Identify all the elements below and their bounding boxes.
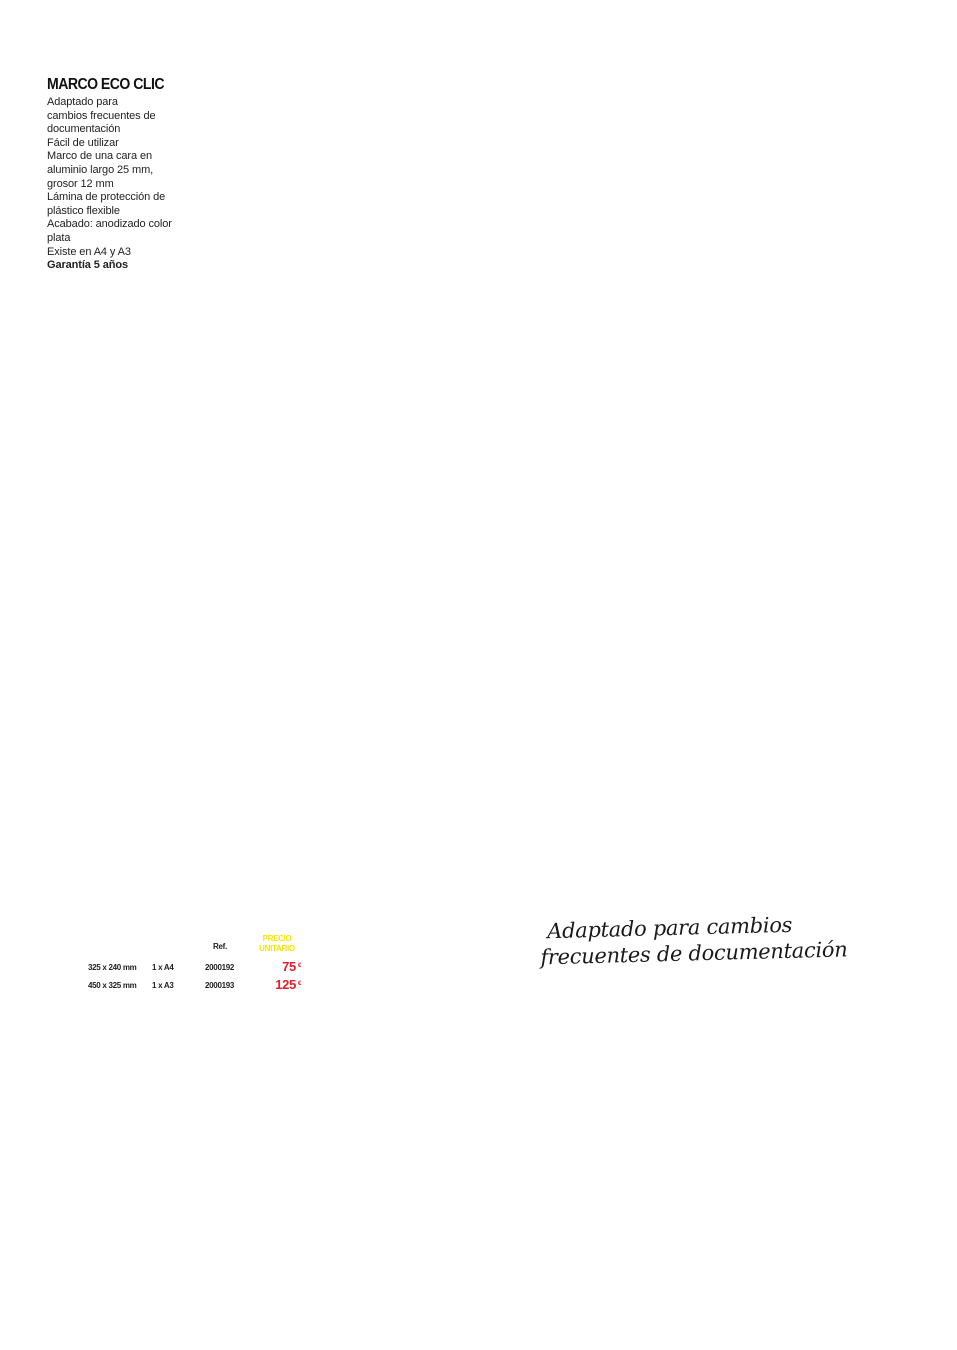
row-qty: 1 x A3	[152, 981, 174, 990]
row-ref: 2000192	[205, 963, 235, 972]
warranty-label: Garantía 5 años	[47, 259, 129, 272]
header-price-line2: UNITARIO	[259, 944, 295, 953]
row-size: 325 x 240 mm	[88, 963, 137, 972]
description-line: Fácil de utilizar	[47, 136, 119, 149]
description-line: Adaptado para	[47, 96, 118, 108]
row-ref: 2000193	[205, 981, 235, 990]
product-description: Adaptado para cambios frecuentes de docu…	[47, 96, 197, 273]
description-line: Existe en A4 y A3	[47, 245, 131, 258]
row-price: 75	[282, 959, 296, 974]
table-row: 450 x 325 mm 1 x A3 2000193 125 €	[0, 977, 320, 992]
row-price: 125	[275, 977, 296, 992]
product-title: MARCO ECO CLIC	[47, 76, 165, 93]
callout-line2: frecuentes de documentación	[540, 937, 848, 970]
description-line: Marco de una cara en	[47, 150, 153, 163]
description-line: grosor 12 mm	[47, 177, 114, 190]
currency-symbol: €	[298, 963, 302, 969]
header-ref: Ref.	[213, 942, 227, 951]
description-line: Acabado: anodizado color	[47, 218, 172, 231]
description-line: Lámina de protección de	[47, 191, 166, 204]
table-row: 325 x 240 mm 1 x A4 2000192 75 €	[0, 959, 320, 974]
product-info: MARCO ECO CLIC Adaptado para cambios fre…	[47, 76, 197, 273]
currency-symbol: €	[298, 981, 302, 987]
handwritten-callout: Adaptado para cambios frecuentes de docu…	[539, 912, 848, 971]
row-size: 450 x 325 mm	[88, 981, 137, 990]
description-line: documentación	[47, 123, 121, 136]
header-price: PRECIO UNITARIO	[257, 934, 297, 954]
description-line: cambios frecuentes de	[47, 109, 156, 122]
row-qty: 1 x A4	[152, 963, 174, 972]
description-line: plástico flexible	[47, 204, 120, 217]
description-line: plata	[47, 231, 71, 244]
description-line: aluminio largo 25 mm,	[47, 163, 154, 176]
header-price-line1: PRECIO	[262, 934, 292, 943]
